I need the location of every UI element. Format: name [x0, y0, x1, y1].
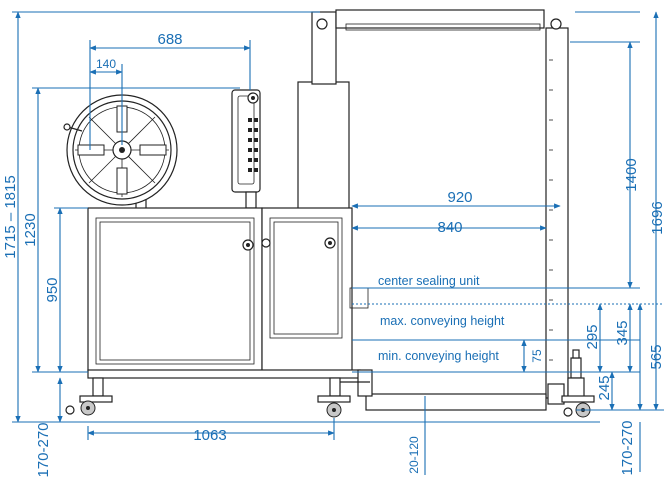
- dim-75: 75: [530, 349, 544, 363]
- base-frame: [87, 349, 585, 399]
- dim-565: 565: [648, 344, 665, 369]
- dim-295: 295: [584, 324, 601, 349]
- dim-920: 920: [447, 189, 472, 206]
- label-center-sealing-unit: center sealing unit: [378, 274, 480, 288]
- dim-1400: 1400: [623, 158, 640, 191]
- dim-170-270-right: 170-270: [619, 420, 636, 475]
- dim-170-270-left: 170-270: [35, 422, 52, 477]
- label-max-conveying-height: max. conveying height: [380, 314, 505, 328]
- left-cabinet: [87, 207, 263, 373]
- dim-840: 840: [437, 219, 462, 236]
- dim-688: 688: [157, 31, 182, 48]
- strap-reel: [63, 94, 178, 212]
- dimension-lines: [12, 11, 664, 475]
- dim-1715-1815: 1715 – 1815: [2, 175, 19, 258]
- dim-245: 245: [596, 375, 613, 400]
- dim-345: 345: [614, 320, 631, 345]
- dim-1696: 1696: [649, 201, 666, 234]
- dim-20-120: 20-120: [407, 436, 421, 474]
- strapping-machine: [63, 9, 595, 418]
- dim-1063: 1063: [193, 427, 226, 444]
- dim-140: 140: [96, 57, 116, 71]
- control-panel: [231, 89, 261, 209]
- table-surface: [349, 287, 369, 309]
- label-min-conveying-height: min. conveying height: [378, 349, 499, 363]
- sealing-head-column: [297, 81, 350, 210]
- dim-950: 950: [44, 277, 61, 302]
- right-cabinet: [261, 207, 353, 373]
- strap-arch: [311, 9, 569, 411]
- dim-1230: 1230: [22, 213, 39, 246]
